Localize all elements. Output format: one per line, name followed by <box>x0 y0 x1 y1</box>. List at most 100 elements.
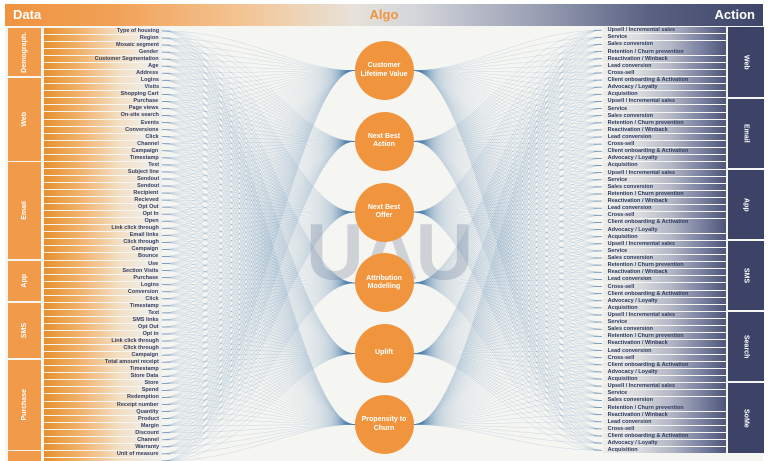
action-item-row: Cross-sell <box>602 283 726 290</box>
data-item-label: Unit of measure <box>117 451 159 457</box>
action-item-label: Sales conversion <box>607 184 653 190</box>
action-item-row: Service <box>602 176 726 183</box>
action-item-row: Lead conversion <box>602 276 726 283</box>
action-item-label: Lead conversion <box>607 347 651 354</box>
action-item-label: Client onboarding & Activation <box>607 219 688 226</box>
action-item-label: Service <box>607 105 627 112</box>
data-item-row: Redemption <box>43 394 162 401</box>
data-item-row: Text <box>43 161 162 168</box>
data-category-label: App <box>21 274 28 288</box>
data-category-demograph: Demograph. <box>8 28 41 76</box>
data-item-row: Visits <box>43 84 162 91</box>
action-category-app: App <box>728 169 764 240</box>
action-item-row: Cross-sell <box>602 141 726 148</box>
action-item-label: Lead conversion <box>607 419 651 425</box>
action-item-row: Lead conversion <box>602 418 726 425</box>
algo-node-label: Propensity to Churn <box>361 416 407 432</box>
data-item-label: Warranty <box>135 444 159 450</box>
action-category-sms: SMS <box>728 240 764 311</box>
action-item-label: Cross-sell <box>607 283 634 290</box>
data-item-label: Campaign <box>132 246 159 253</box>
algo-node-customer-lifetime-value: Customer Lifetime Value <box>354 41 414 100</box>
action-item-label: Client onboarding & Activation <box>607 362 688 368</box>
action-item-row: Client onboarding & Activation <box>602 290 726 297</box>
action-item-row: Service <box>602 390 726 397</box>
action-item-label: Cross-sell <box>607 212 634 219</box>
action-item-row: Client onboarding & Activation <box>602 219 726 226</box>
data-item-label: Timestamp <box>129 155 159 161</box>
action-item-row: Acquisition <box>602 304 726 311</box>
data-item-label: Margin <box>140 422 159 429</box>
action-item-row: Retention / Churn prevention <box>602 333 726 340</box>
data-item-row: Conversions <box>43 126 162 133</box>
action-item-label: Acquisition <box>607 162 638 169</box>
data-item-row: Warranty <box>43 443 162 450</box>
data-item-row: Click through <box>43 239 162 246</box>
data-item-label: SMS links <box>132 317 159 323</box>
data-item-label: Sendout <box>136 176 159 182</box>
data-item-label: Click <box>145 133 159 140</box>
action-item-label: Acquisition <box>607 91 638 98</box>
action-item-label: Sales conversion <box>607 326 653 332</box>
action-item-label: Reactivation / Winback <box>607 198 668 204</box>
action-category-label: App <box>742 197 750 212</box>
data-item-row: Total amount receipt <box>43 359 162 366</box>
action-item-label: Service <box>607 319 627 325</box>
data-item-label: Link click through <box>111 338 159 344</box>
data-item-label: Store <box>144 380 159 387</box>
data-item-label: Sendout <box>136 183 159 189</box>
data-item-label: Region <box>140 35 159 41</box>
data-item-row: Section Visits <box>43 267 162 274</box>
data-item-label: Quantity <box>136 408 159 415</box>
data-item-label: Recieved <box>134 197 159 203</box>
data-item-row: Timestamp <box>43 302 162 309</box>
algo-node-propensity-to-churn: Propensity to Churn <box>354 395 414 454</box>
action-item-label: Upsell / Incremental sales <box>607 169 675 176</box>
data-item-row: Purchase <box>43 98 162 105</box>
data-category-hidden <box>8 451 41 461</box>
action-item-label: Advocacy / Loyalty <box>607 369 658 375</box>
data-item-label: Text <box>147 162 159 168</box>
data-item-row: Click <box>43 295 162 302</box>
action-item-label: Upsell / Incremental sales <box>607 312 675 318</box>
action-item-row: Acquisition <box>602 447 726 454</box>
data-item-label: Channel <box>136 140 159 147</box>
data-item-row: SMS links <box>43 316 162 323</box>
action-item-row: Service <box>602 34 726 41</box>
data-category-label: Web <box>21 111 28 127</box>
data-item-label: Timestamp <box>129 303 159 309</box>
action-item-row: Acquisition <box>602 375 726 383</box>
action-item-row: Reactivation / Winback <box>602 197 726 205</box>
action-item-label: Lead conversion <box>607 134 651 140</box>
data-item-row: Mosaic segment <box>43 41 162 49</box>
data-item-label: Link click through <box>111 225 159 232</box>
data-item-row: Link click through <box>43 338 162 345</box>
action-item-label: Service <box>607 176 627 183</box>
data-item-label: Click <box>145 296 159 302</box>
data-item-row: Customer Segmentation <box>43 56 162 63</box>
data-item-row: Channel <box>43 436 162 443</box>
data-item-row: Campaign <box>43 147 162 154</box>
data-item-row: Timestamp <box>43 366 162 373</box>
action-category-label: Email <box>742 123 750 143</box>
action-item-row: Advocacy / Loyalty <box>602 155 726 162</box>
header-bar: Data Algo Action <box>5 4 763 26</box>
action-item-row: Lead conversion <box>602 62 726 69</box>
action-item-row: Advocacy / Loyalty <box>602 368 726 376</box>
action-item-label: Advocacy / Loyalty <box>607 155 658 162</box>
data-item-row: Region <box>43 34 162 41</box>
action-item-row: Advocacy / Loyalty <box>602 297 726 304</box>
data-item-label: Click through <box>123 239 159 246</box>
data-item-label: Campaign <box>132 147 159 154</box>
data-item-row: Store Data <box>43 373 162 380</box>
data-item-row: Margin <box>43 422 162 429</box>
data-item-label: Logins <box>140 281 159 288</box>
action-item-label: Client onboarding & Activation <box>607 148 688 154</box>
action-item-label: Advocacy / Loyalty <box>607 297 658 304</box>
action-item-row: Upsell / Incremental sales <box>602 98 726 105</box>
action-item-row: Reactivation / Winback <box>602 269 726 276</box>
data-item-row: Spend <box>43 387 162 394</box>
data-item-row: Timestamp <box>43 154 162 161</box>
action-item-label: Lead conversion <box>607 205 651 211</box>
